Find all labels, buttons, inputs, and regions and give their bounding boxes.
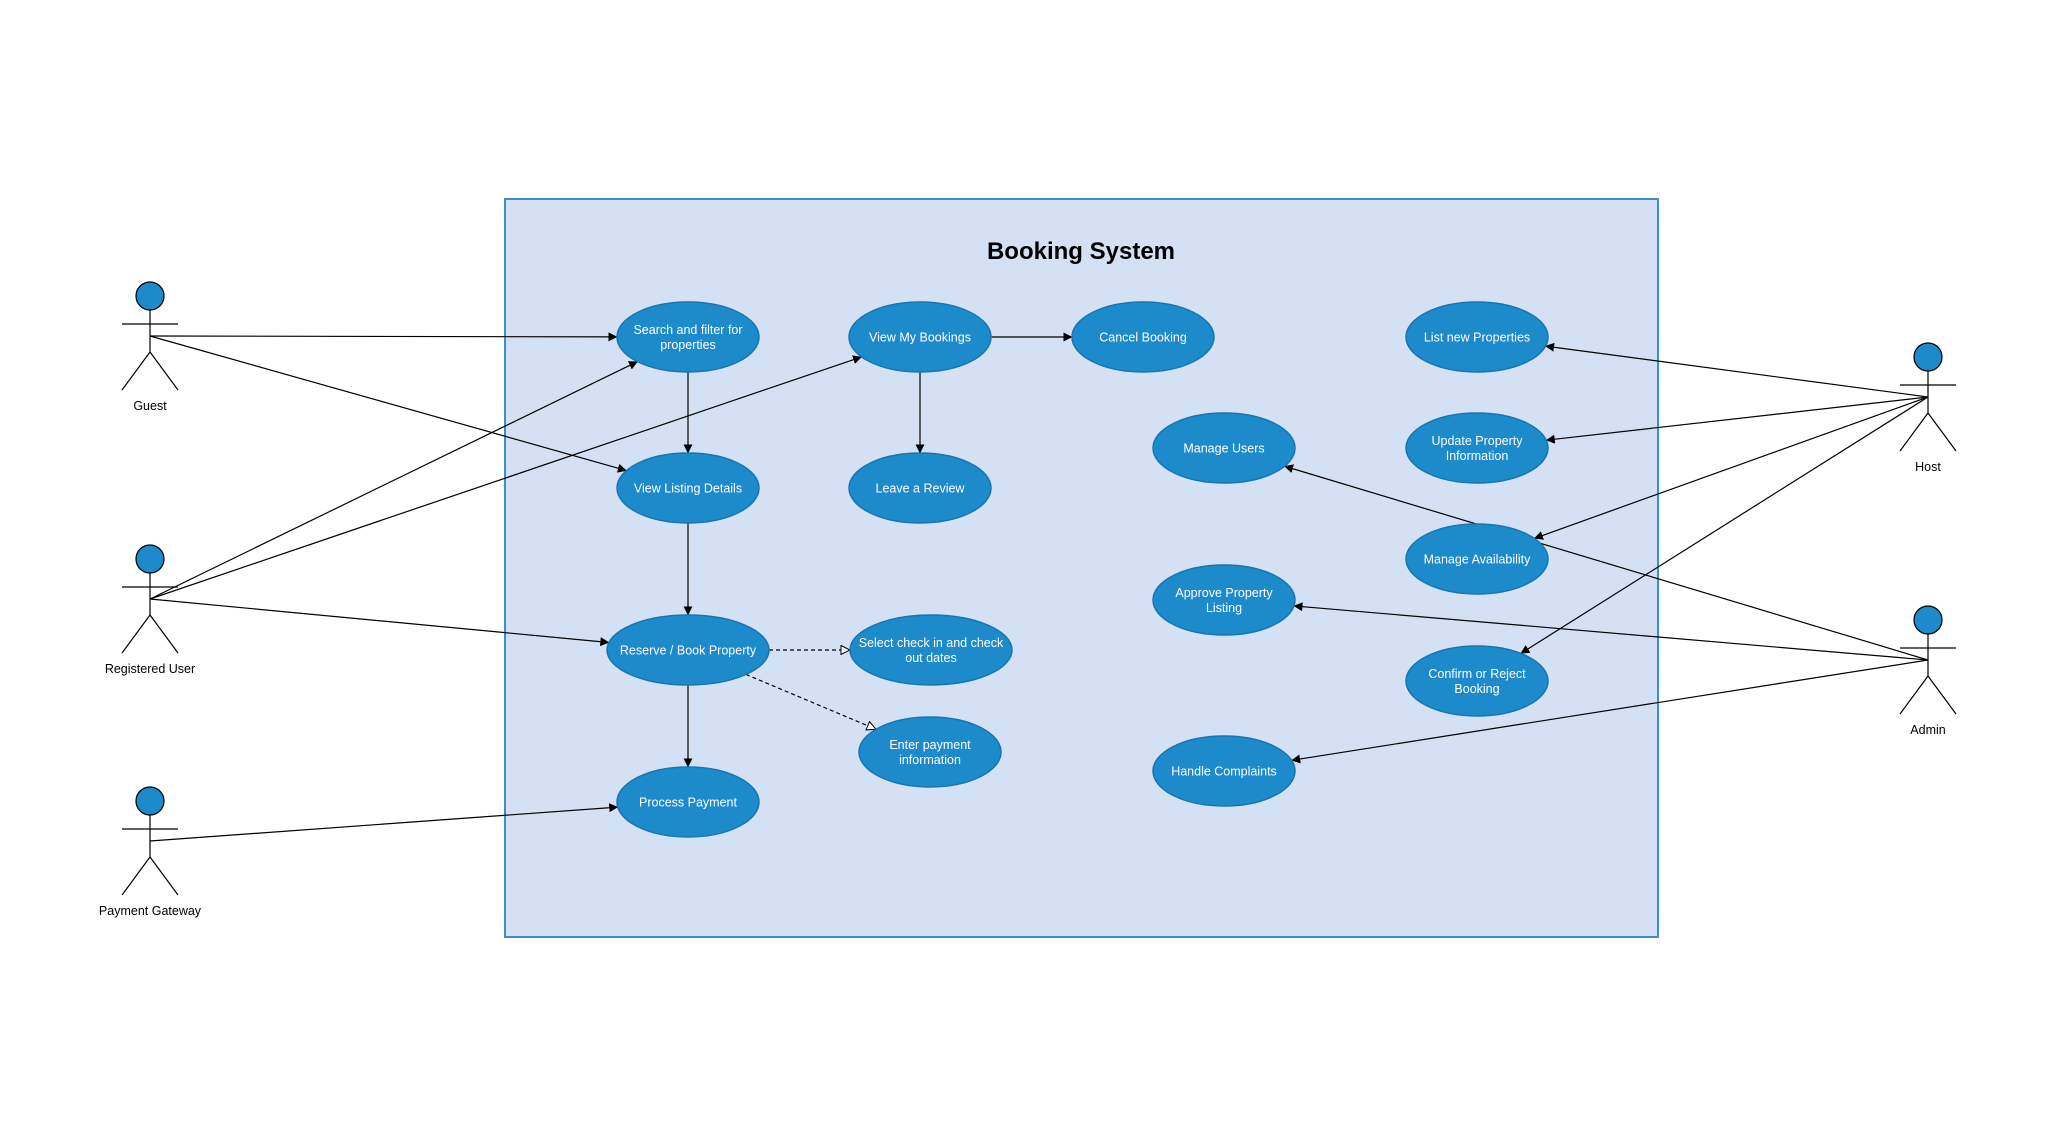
use-case-label: Leave a Review [876, 482, 966, 496]
association-guest-listing [149, 335, 627, 473]
use-case-complaints[interactable]: Handle Complaints [1152, 735, 1296, 807]
association-registered-viewbookings [149, 355, 862, 600]
system-title: Booking System [987, 238, 1175, 265]
actor-body [1899, 371, 1957, 452]
use-case-label: List new Properties [1424, 331, 1530, 345]
use-case-label: Manage Availability [1424, 553, 1532, 567]
actor-label: Host [1915, 460, 1941, 474]
use-case-label: Booking [1454, 682, 1499, 696]
actor-body [1899, 634, 1957, 715]
use-case-listnew[interactable]: List new Properties [1405, 301, 1549, 373]
actor-registered[interactable]: Registered User [105, 544, 195, 676]
actor-head [135, 786, 165, 816]
actor-head [1913, 342, 1943, 372]
actor-label: Admin [1910, 723, 1945, 737]
use-case-label: Approve Property [1175, 586, 1273, 600]
actor-admin[interactable]: Admin [1899, 605, 1957, 737]
use-case-shape [1152, 735, 1296, 807]
use-case-shape [1405, 301, 1549, 373]
actor-body [121, 310, 179, 391]
actor-label: Guest [133, 399, 167, 413]
dependency-reserve-payinfo [745, 673, 876, 729]
actor-guest[interactable]: Guest [121, 281, 179, 413]
actor-body [121, 573, 179, 654]
association-host-availability [1533, 396, 1929, 540]
use-case-processpay[interactable]: Process Payment [616, 766, 760, 838]
association-payment-processpay [149, 803, 619, 842]
actor-payment[interactable]: Payment Gateway [99, 786, 202, 918]
actor-body [121, 815, 179, 896]
use-case-label: properties [660, 338, 716, 352]
use-case-label: Update Property [1431, 434, 1523, 448]
use-case-shape [616, 452, 760, 524]
use-case-label: Process Payment [639, 796, 737, 810]
association-admin-approve [1293, 602, 1929, 661]
use-case-label: Enter payment [889, 738, 971, 752]
use-case-shape [848, 452, 992, 524]
use-case-label: View My Bookings [869, 331, 971, 345]
use-case-label: Reserve / Book Property [620, 644, 757, 658]
use-case-label: Select check in and check [859, 636, 1004, 650]
use-case-shape [616, 301, 760, 373]
use-case-review[interactable]: Leave a Review [848, 452, 992, 524]
use-case-reserve[interactable]: Reserve / Book Property [606, 614, 770, 686]
use-case-listing[interactable]: View Listing Details [616, 452, 760, 524]
association-registered-search [149, 361, 638, 600]
use-case-label: Information [1446, 449, 1509, 463]
use-case-shape [606, 614, 770, 686]
use-case-label: View Listing Details [634, 482, 742, 496]
association-admin-users [1284, 464, 1929, 661]
use-case-label: Cancel Booking [1099, 331, 1187, 345]
association-guest-search [149, 332, 618, 342]
use-case-shape [1405, 412, 1549, 484]
association-host-confirm [1520, 396, 1929, 654]
actor-head [135, 281, 165, 311]
connector-layer [149, 332, 1929, 842]
use-case-label: Confirm or Reject [1428, 667, 1526, 681]
use-case-label: out dates [905, 651, 956, 665]
use-case-shape [858, 716, 1002, 788]
association-admin-complaints [1291, 659, 1929, 764]
use-case-label: Search and filter for [633, 323, 742, 337]
use-case-shape [848, 301, 992, 373]
use-case-shape [1405, 645, 1549, 717]
use-case-shape [616, 766, 760, 838]
use-case-viewbookings[interactable]: View My Bookings [848, 301, 992, 373]
use-case-availability[interactable]: Manage Availability [1405, 523, 1549, 595]
use-case-label: Manage Users [1183, 442, 1264, 456]
use-case-shape [1152, 564, 1296, 636]
use-case-label: information [899, 753, 961, 767]
actor-head [135, 544, 165, 574]
use-case-shape [849, 614, 1013, 686]
association-host-updateprop [1545, 396, 1929, 444]
use-case-shape [1071, 301, 1215, 373]
actor-label: Payment Gateway [99, 904, 202, 918]
association-registered-reserve [149, 598, 610, 647]
use-case-users[interactable]: Manage Users [1152, 412, 1296, 484]
use-case-shape [1405, 523, 1549, 595]
actor-label: Registered User [105, 662, 195, 676]
actor-head [1913, 605, 1943, 635]
use-case-shape [1152, 412, 1296, 484]
actor-host[interactable]: Host [1899, 342, 1957, 474]
use-case-cancel[interactable]: Cancel Booking [1071, 301, 1215, 373]
use-case-label: Listing [1206, 601, 1242, 615]
use-case-label: Handle Complaints [1171, 765, 1277, 779]
association-host-listnew [1545, 342, 1929, 398]
